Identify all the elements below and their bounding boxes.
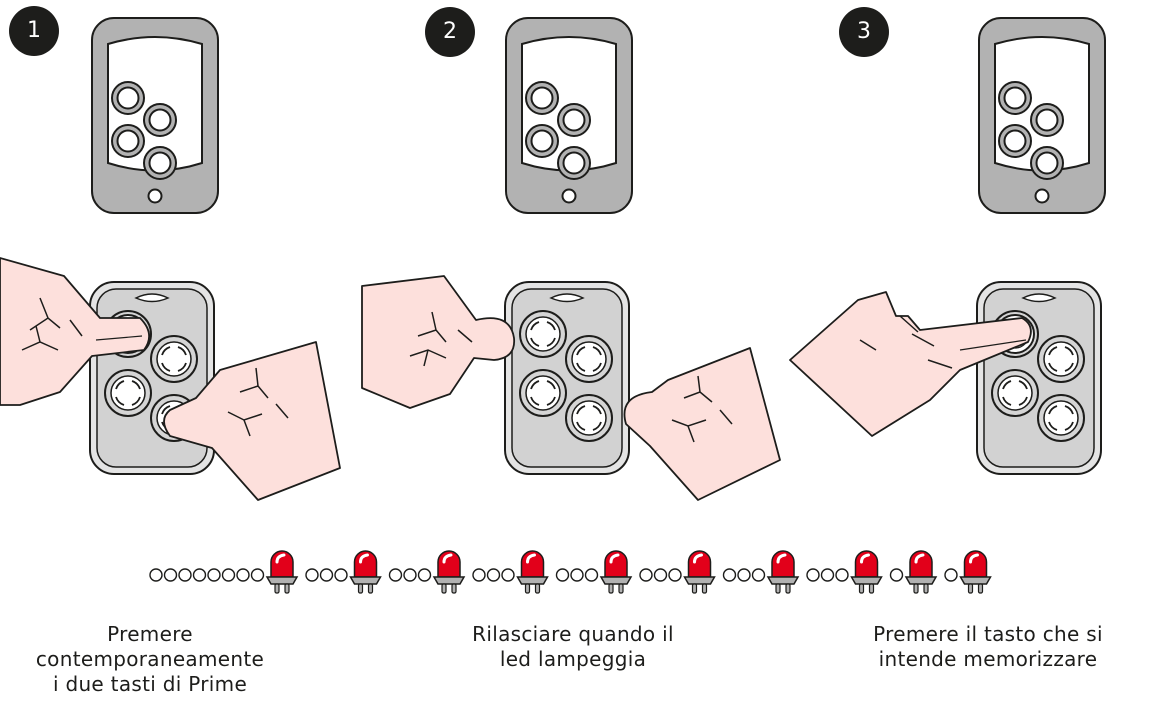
pause-circle <box>472 568 486 582</box>
pause-circle <box>192 568 207 582</box>
remote-control-icon <box>91 17 219 214</box>
led-icon <box>959 549 992 595</box>
led-icon <box>904 549 938 595</box>
hand-icon <box>0 257 150 406</box>
pause-circle <box>570 568 584 582</box>
led-icon <box>349 549 382 595</box>
pause-circle <box>236 568 250 582</box>
pause-circle <box>221 568 236 582</box>
led-icon <box>516 549 549 595</box>
pause-circle <box>639 568 653 582</box>
held-remote-1 <box>90 282 214 474</box>
caption-line: Rilasciare quando il <box>472 622 674 646</box>
pause-circle <box>403 568 417 582</box>
hand-icon <box>361 275 516 409</box>
caption-line: i due tasti di Prime <box>52 672 248 696</box>
caption-line: Premere <box>107 622 193 646</box>
pause-circle <box>334 568 348 582</box>
pause-circle <box>584 568 599 582</box>
led-blink-sequence <box>149 549 992 595</box>
led-icon <box>683 549 716 595</box>
step-1-caption: Premere contemporaneamente i due tasti d… <box>0 622 310 697</box>
pause-circle <box>737 568 751 582</box>
held-remote-3 <box>977 282 1101 474</box>
led-icon <box>265 549 299 595</box>
remote-control-icon <box>505 17 633 214</box>
pause-circle <box>944 568 958 582</box>
hand-icon <box>163 341 341 501</box>
led-icon <box>766 549 800 595</box>
led-icon <box>432 549 466 595</box>
pause-circle <box>305 568 319 582</box>
pause-circle <box>820 568 835 582</box>
pause-circle <box>319 568 334 582</box>
step-2-badge: 2 <box>425 7 475 57</box>
step-1-badge: 1 <box>9 6 59 56</box>
step-3-caption: Premere il tasto che si intende memorizz… <box>828 622 1148 672</box>
pause-circle <box>653 568 668 582</box>
step-2-caption: Rilasciare quando il led lampeggia <box>413 622 733 672</box>
pause-circle <box>486 568 501 582</box>
pause-circle <box>668 568 682 582</box>
pause-circle <box>555 568 570 582</box>
caption-line: intende memorizzare <box>878 647 1098 671</box>
led-icon <box>850 549 883 595</box>
caption-line: Premere il tasto che si <box>873 622 1103 646</box>
remote-control-icon <box>978 17 1106 214</box>
pause-circle <box>250 568 265 582</box>
pause-circle <box>207 568 221 582</box>
pause-circle <box>835 568 849 582</box>
pause-circle <box>751 568 766 582</box>
pause-circle <box>722 568 737 582</box>
pause-circle <box>149 568 163 582</box>
led-icon <box>599 549 633 595</box>
pause-circle <box>889 568 904 582</box>
pause-circle <box>178 568 192 582</box>
pause-circle <box>501 568 515 582</box>
caption-line: led lampeggia <box>499 647 647 671</box>
held-remote-2 <box>505 282 629 474</box>
pause-circle <box>806 568 820 582</box>
hand-icon <box>789 291 1032 437</box>
pause-circle <box>417 568 432 582</box>
caption-line: contemporaneamente <box>35 647 265 671</box>
pause-circle <box>388 568 403 582</box>
pause-circle <box>163 568 178 582</box>
step-3-badge: 3 <box>839 7 889 57</box>
hand-icon <box>623 347 781 501</box>
